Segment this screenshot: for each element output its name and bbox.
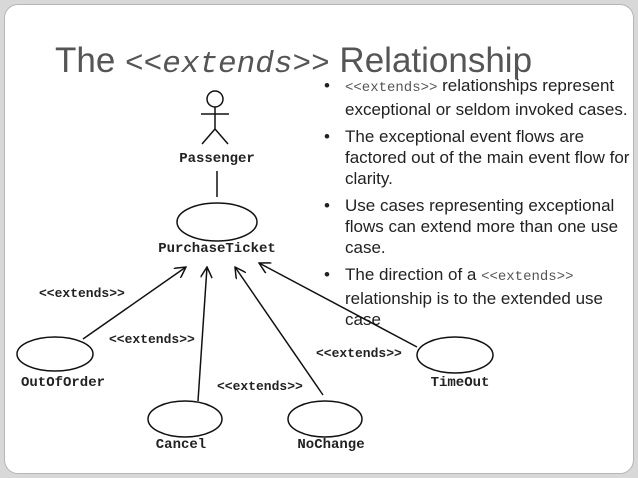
extends-label: <<extends>>	[217, 379, 303, 394]
use-case-label-cancel: Cancel	[156, 437, 206, 453]
use-case-diagram: Passenger PurchaseTicket OutOfOrder Canc…	[16, 90, 494, 453]
use-case-cancel	[147, 400, 223, 438]
slide-title: The <<extends>> Relationship	[55, 41, 532, 85]
use-case-no-change	[287, 400, 363, 438]
extends-label: <<extends>>	[109, 332, 195, 347]
use-case-out-of-order	[16, 336, 94, 372]
extends-label: <<extends>>	[316, 346, 402, 361]
stick-figure-actor-icon	[201, 90, 229, 145]
use-case-time-out	[416, 336, 494, 374]
bullet-list: <<extends>> relationships represent exce…	[320, 75, 633, 336]
extends-arrow-out-of-order	[82, 267, 186, 340]
bullet-code: <<extends>>	[345, 80, 438, 96]
bullet-text: The exceptional event flows are factored…	[345, 127, 630, 188]
bullet-item: Use cases representing exceptional flows…	[320, 195, 633, 258]
actor-name: Passenger	[179, 151, 255, 167]
use-case-label-time-out: TimeOut	[431, 375, 490, 391]
use-case-label-out-of-order: OutOfOrder	[21, 375, 105, 391]
title-suffix: Relationship	[339, 41, 533, 80]
bullet-text: relationships represent exceptional or s…	[345, 76, 628, 119]
bullet-text-pre: The direction of a	[345, 265, 482, 284]
extends-label: <<extends>>	[39, 286, 125, 301]
title-prefix: The	[55, 41, 116, 80]
bullet-code: <<extends>>	[481, 269, 574, 285]
use-case-label-purchase-ticket: PurchaseTicket	[158, 241, 276, 257]
extends-arrow-cancel	[197, 267, 207, 402]
title-keyword: <<extends>>	[125, 47, 330, 82]
use-case-label-no-change: NoChange	[297, 437, 364, 453]
extends-arrow-time-out	[259, 263, 418, 348]
use-case-purchase-ticket	[176, 202, 258, 242]
slide: The <<extends>> Relationship <<extends>>…	[4, 4, 634, 474]
extends-arrow-no-change	[235, 267, 324, 396]
bullet-text: Use cases representing exceptional flows…	[345, 196, 619, 257]
bullet-text: relationship is to the extended use case	[345, 289, 604, 329]
bullet-item: The direction of a <<extends>> relations…	[320, 264, 633, 330]
bullet-item: The exceptional event flows are factored…	[320, 126, 633, 189]
bullet-item: <<extends>> relationships represent exce…	[320, 75, 633, 120]
